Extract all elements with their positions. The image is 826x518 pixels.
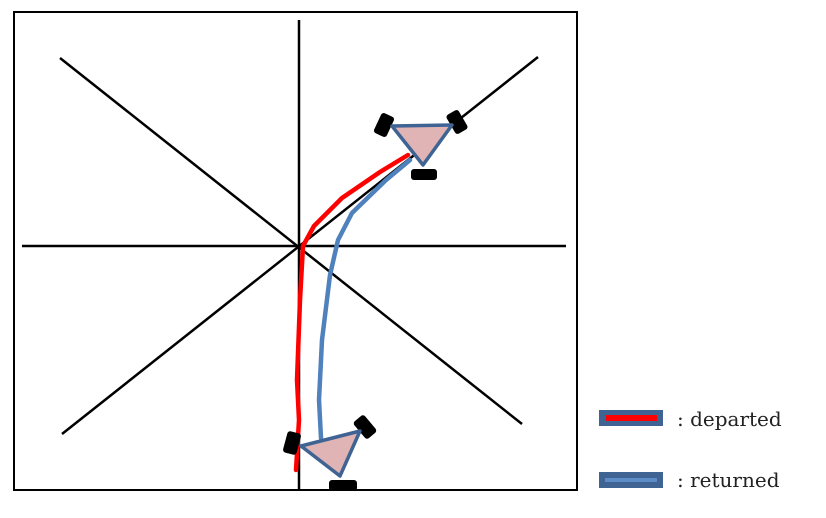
departed-path bbox=[293, 152, 411, 473]
robot-end-position bbox=[373, 110, 468, 180]
wheel-icon bbox=[446, 110, 468, 134]
wheel-icon bbox=[283, 431, 301, 455]
returned-path bbox=[316, 157, 413, 441]
diagonal-axis-1 bbox=[59, 57, 523, 425]
wheel-icon bbox=[329, 480, 357, 491]
legend-item-returned: : returned bbox=[599, 468, 780, 492]
wheel-icon bbox=[373, 113, 395, 137]
robot-triangle-icon bbox=[390, 123, 454, 167]
wheel-icon bbox=[353, 415, 377, 439]
plot-frame bbox=[13, 11, 578, 491]
legend: : departed : returned bbox=[599, 407, 782, 492]
wheel-icon bbox=[411, 169, 437, 180]
legend-item-departed: : departed bbox=[599, 407, 782, 431]
robot-start-position bbox=[283, 415, 377, 491]
legend-label-returned: : returned bbox=[677, 468, 780, 492]
robot-triangle-icon bbox=[299, 429, 362, 478]
legend-label-departed: : departed bbox=[677, 407, 782, 431]
